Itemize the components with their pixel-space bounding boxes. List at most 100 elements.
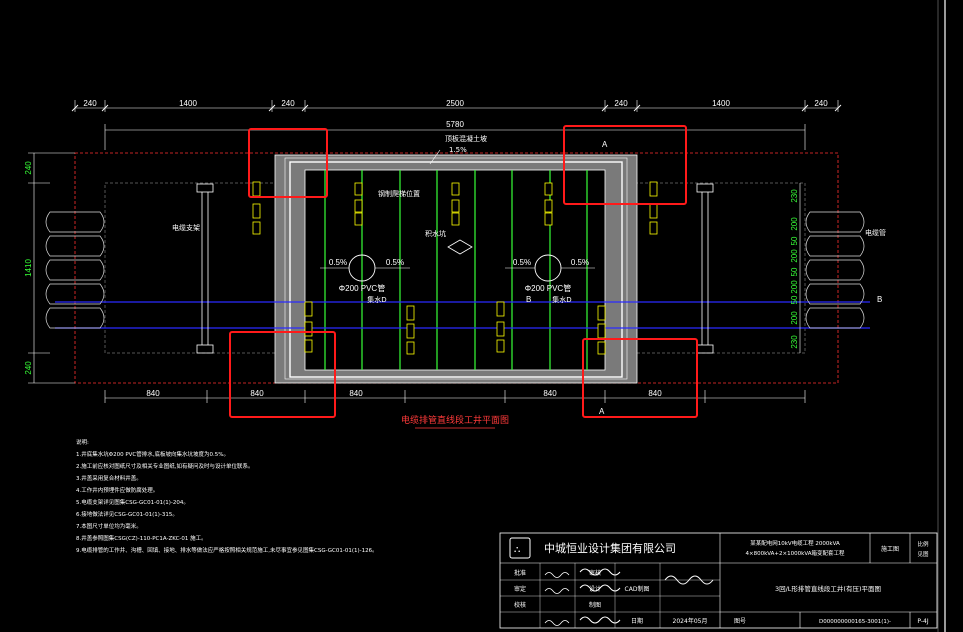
ladder-label: 钢制爬梯位置 (378, 189, 420, 198)
blue-conduit (55, 301, 870, 329)
top-dimension-line (74, 100, 839, 150)
pipe-left-label: Φ200 PVC管 (339, 283, 385, 293)
bottom-dim-2: 840 (250, 389, 264, 398)
right-dim-2: 200 (790, 217, 799, 231)
cad-label: CAD制图 (625, 585, 650, 593)
excavation-outline (74, 152, 839, 384)
left-support-label: 电缆支架 (172, 223, 200, 232)
right-dim-8: 200 (790, 311, 799, 325)
pipe-lines (324, 170, 588, 370)
slope-main: 1.5% (449, 146, 467, 154)
bottom-dim-1: 840 (146, 389, 160, 398)
slope-leader (429, 149, 441, 165)
center-sump-marker (447, 239, 473, 255)
left-dim-3: 240 (24, 361, 33, 375)
right-dim-6: 200 (790, 280, 799, 294)
pipe-right-label: Φ200 PVC管 (525, 283, 571, 293)
highlight-boxes (229, 125, 698, 418)
section-a-bottom: A (599, 407, 605, 416)
left-dimension-line (28, 152, 75, 384)
company-logo-glyph: ⛬ (514, 545, 520, 555)
scale-label: 比例 (917, 540, 929, 548)
role-3: 审定 (514, 585, 526, 593)
slope-note: 顶板混凝土坡 (445, 134, 487, 143)
note-6: 6.接地做法详见CSG-GC01-01(1)-315。 (76, 510, 178, 518)
role-5: 校核 (514, 601, 526, 609)
right-dim-9: 230 (790, 335, 799, 349)
signature-6 (544, 620, 570, 626)
sump-left-label: 集水D (367, 295, 386, 304)
section-a-top: A (602, 140, 608, 149)
note-2: 2.施工前应核对图纸尺寸及相关专业图纸,如有疑问及时与设计单位联系。 (76, 462, 254, 470)
project-line1: 某某配电网10kV电缆工程 2000kVA (750, 539, 840, 547)
right-ladder (696, 183, 714, 354)
sump-right-label: 集水D (552, 295, 571, 304)
signature-2 (579, 584, 621, 592)
bottom-dim-5: 840 (648, 389, 662, 398)
right-dim-4: 200 (790, 249, 799, 263)
note-0: 说明: (76, 438, 89, 446)
signature-1 (579, 568, 621, 576)
right-dim-5: 50 (790, 267, 799, 276)
role-4: 设计 (589, 585, 601, 593)
drawing-name: 3回/L形排管直线段工井(有压)平面图 (775, 584, 881, 593)
project-line2: 4×800kVA+2×1000kVA箱变配套工程 (745, 549, 845, 557)
company-name: 中城恒业设计集团有限公司 (544, 541, 676, 555)
right-dim-7: 50 (790, 295, 799, 304)
left-cable-bundle (45, 211, 105, 329)
signature-3 (579, 616, 621, 624)
notes-block: 说明: 1.井底集水坑Φ200 PVC管排水,底板坡向集水坑坡度为0.5%。 2… (76, 438, 378, 554)
date-value: 2024年05月 (673, 617, 708, 625)
note-4: 4.工作井内预埋件应做防腐处理。 (76, 486, 158, 494)
cable-supports (252, 181, 658, 355)
role-6: 制图 (589, 601, 601, 609)
note-1: 1.井底集水坑Φ200 PVC管排水,底板坡向集水坑坡度为0.5%。 (76, 450, 229, 458)
center-label: 积水坑 (425, 229, 446, 238)
number-label: 图号 (734, 618, 746, 625)
top-dim-5: 240 (614, 99, 628, 108)
top-dim-2: 1400 (179, 99, 197, 108)
slope-a1: 0.5% (329, 258, 347, 267)
top-dimension-ticks (71, 104, 842, 112)
right-dim-1: 230 (790, 189, 799, 203)
signature-5 (544, 588, 570, 594)
left-dim-1: 240 (24, 161, 33, 175)
slope-b2: 0.5% (571, 258, 589, 267)
note-9: 9.电缆排管的工作井、沟槽、回填、接地、排水等做法应严格按照相关规范施工,未尽事… (76, 546, 378, 554)
left-ladder (196, 183, 214, 354)
note-3: 3.井盖采用复合材料井盖。 (76, 474, 142, 482)
top-dim-3: 240 (281, 99, 295, 108)
top-dim-6: 1400 (712, 99, 730, 108)
bottom-dim-4: 840 (543, 389, 557, 398)
bottom-dim-3: 840 (349, 389, 363, 398)
note-7: 7.本图尺寸单位均为毫米。 (76, 522, 142, 530)
right-cable-bundle (805, 211, 865, 329)
top-dim-4: 2500 (446, 99, 464, 108)
slope-a2: 0.5% (386, 258, 404, 267)
right-conduit-label: 电缆管 (865, 228, 886, 237)
slope-b1: 0.5% (513, 258, 531, 267)
number-value: D000000000165-3001(1)- (819, 619, 891, 625)
top-dim-1: 240 (83, 99, 97, 108)
scale-value: 见图 (917, 550, 929, 558)
company-logo-icon (509, 537, 531, 559)
role-1: 批准 (514, 569, 526, 577)
right-dim-3: 50 (790, 236, 799, 245)
section-b-right: B (877, 295, 882, 304)
title-block: ⛬ 中城恒业设计集团有限公司 某某配电网10kV电缆工程 2000kVA 4×8… (499, 532, 938, 629)
sheet-value: P-4J (917, 618, 928, 625)
signature-4 (544, 572, 570, 578)
bottom-dimension-line (104, 390, 806, 403)
signature-7 (664, 575, 714, 585)
stage-label: 施工图 (881, 545, 899, 553)
note-5: 5.电缆支架详见图集CSG-GC01-01(1)-204。 (76, 498, 189, 506)
top-dim-total: 5780 (446, 120, 464, 129)
drawing-title: 电缆排管直线段工井平面图 (401, 414, 509, 426)
top-dim-7: 240 (814, 99, 828, 108)
date-label: 日期 (631, 617, 643, 625)
section-b-mid: B (526, 295, 531, 304)
role-2: 审核 (589, 569, 601, 577)
note-8: 8.井盖参照图集CSG(CZ)-110-PC1A-ZKC-01 施工。 (76, 534, 207, 542)
left-dim-2: 1410 (24, 259, 33, 277)
